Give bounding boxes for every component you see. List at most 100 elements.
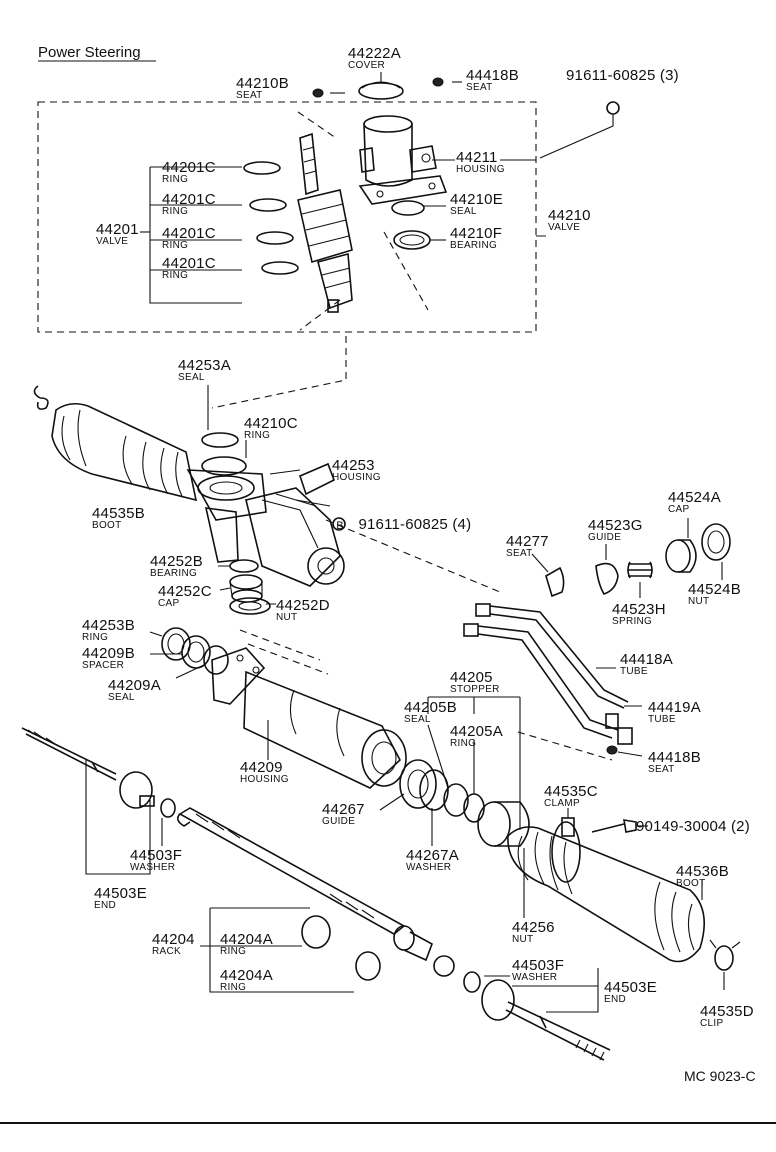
- part-name: BEARING: [450, 240, 498, 251]
- callout-44201c-3[interactable]: 44201C RING: [162, 226, 216, 251]
- bolt-marker-b-lower: [332, 517, 346, 531]
- callout-44277[interactable]: 44277 SEAT: [506, 534, 549, 559]
- callout-44210[interactable]: 44210 VALVE: [548, 208, 591, 233]
- callout-44536b[interactable]: 44536B BOOT: [676, 864, 729, 889]
- callout-44267a[interactable]: 44267A WASHER: [406, 848, 459, 873]
- clamp-44535c: [551, 817, 581, 883]
- callout-44503e-right[interactable]: 44503E END: [604, 980, 657, 1005]
- callout-44524a[interactable]: 44524A CAP: [668, 490, 721, 515]
- callout-44256[interactable]: 44256 NUT: [512, 920, 555, 945]
- callout-44535c[interactable]: 44535C CLAMP: [544, 784, 598, 809]
- callout-44205[interactable]: 44205 STOPPER: [450, 670, 500, 695]
- part-name: END: [604, 994, 627, 1005]
- seal-44253a: [201, 432, 239, 448]
- part-number: 44204A: [220, 967, 273, 984]
- callout-44535b[interactable]: 44535B BOOT: [92, 506, 145, 531]
- washer-44503f-left: [160, 798, 176, 818]
- callout-44252d[interactable]: 44252D NUT: [276, 598, 330, 623]
- bottom-rule: [0, 1122, 776, 1124]
- callout-44205b[interactable]: 44205B SEAL: [404, 700, 457, 725]
- part-number: 44252D: [276, 597, 330, 614]
- part-number: 44418B: [648, 749, 701, 766]
- callout-44209a[interactable]: 44209A SEAL: [108, 678, 161, 703]
- callout-44418a[interactable]: 44418A TUBE: [620, 652, 673, 677]
- part-name: VALVE: [96, 236, 129, 247]
- callout-44205a[interactable]: 44205A RING: [450, 724, 503, 749]
- callout-44211[interactable]: 44211 HOUSING: [456, 150, 505, 175]
- callout-44523g[interactable]: 44523G GUIDE: [588, 518, 643, 543]
- part-number: 44253A: [178, 357, 231, 374]
- part-name: RING: [82, 632, 109, 643]
- callout-44267[interactable]: 44267 GUIDE: [322, 802, 365, 827]
- washer-44503f-right: [463, 971, 481, 993]
- part-number: 44204A: [220, 931, 273, 948]
- boot-44535b: [51, 402, 198, 502]
- callout-44252c[interactable]: 44252C CAP: [158, 584, 212, 609]
- callout-44523h[interactable]: 44523H SPRING: [612, 602, 666, 627]
- part-name: NUT: [276, 612, 298, 623]
- callout-44209b[interactable]: 44209B SPACER: [82, 646, 135, 671]
- callout-44210c[interactable]: 44210C RING: [244, 416, 298, 441]
- callout-44201c-2[interactable]: 44201C RING: [162, 192, 216, 217]
- part-name: STOPPER: [450, 684, 500, 695]
- seal-44210e: [391, 200, 425, 216]
- ring-44204a-1: [301, 915, 331, 949]
- part-name: SEAL: [404, 714, 431, 725]
- callout-91611-60825-4[interactable]: B 91611-60825 (4): [334, 517, 471, 533]
- callout-44535d[interactable]: 44535D CLIP: [700, 1004, 754, 1029]
- ring-44201c-2: [249, 198, 287, 212]
- part-name: RING: [220, 982, 247, 993]
- part-number: 44210C: [244, 415, 298, 432]
- part-number: 90149-30004 (2): [636, 818, 750, 835]
- part-name: NUT: [512, 934, 534, 945]
- callout-44201c-1[interactable]: 44201C RING: [162, 160, 216, 185]
- part-number: 44210: [548, 207, 591, 224]
- callout-44253b[interactable]: 44253B RING: [82, 618, 135, 643]
- callout-44210e[interactable]: 44210E SEAL: [450, 192, 503, 217]
- nut-44252d: [229, 597, 271, 615]
- seat-44277: [545, 566, 565, 598]
- callout-44253[interactable]: 44253 HOUSING: [332, 458, 381, 483]
- guide-44523g: [595, 562, 619, 595]
- callout-44503f-right[interactable]: 44503F WASHER: [512, 958, 564, 983]
- part-name: RING: [162, 206, 189, 217]
- tube-44419a: [463, 623, 633, 745]
- part-number: 44535B: [92, 505, 145, 522]
- callout-44524b[interactable]: 44524B NUT: [688, 582, 741, 607]
- part-name: CLIP: [700, 1018, 724, 1029]
- part-name: TUBE: [648, 714, 676, 725]
- diagram-title: Power Steering: [38, 44, 141, 61]
- callout-44252b[interactable]: 44252B BEARING: [150, 554, 203, 579]
- callout-44201c-4[interactable]: 44201C RING: [162, 256, 216, 281]
- bolt-marker-b-label: B: [336, 520, 344, 532]
- callout-44210b[interactable]: 44210B SEAT: [236, 76, 289, 101]
- callout-44503e-left[interactable]: 44503E END: [94, 886, 147, 911]
- callout-44204a-2[interactable]: 44204A RING: [220, 968, 273, 993]
- callout-44204a-1[interactable]: 44204A RING: [220, 932, 273, 957]
- callout-91611-60825-3[interactable]: 91611-60825 (3): [566, 68, 679, 83]
- cover-44222a: [358, 82, 404, 100]
- part-number: 44210E: [450, 191, 503, 208]
- part-name: RING: [450, 738, 477, 749]
- callout-44419a[interactable]: 44419A TUBE: [648, 700, 701, 725]
- callout-44418b-bottom[interactable]: 44418B SEAT: [648, 750, 701, 775]
- part-name: SPRING: [612, 616, 653, 627]
- part-number: 44523H: [612, 601, 666, 618]
- callout-90149-30004[interactable]: 90149-30004 (2): [636, 819, 750, 834]
- callout-44222a[interactable]: 44222A COVER: [348, 46, 401, 71]
- part-number: 44211: [456, 149, 498, 166]
- callout-44503f-left[interactable]: 44503F WASHER: [130, 848, 182, 873]
- rack-44204: [176, 807, 455, 977]
- callout-44201[interactable]: 44201 VALVE: [96, 222, 139, 247]
- callout-44209[interactable]: 44209 HOUSING: [240, 760, 289, 785]
- part-number: 44267A: [406, 847, 459, 864]
- callout-44253a[interactable]: 44253A SEAL: [178, 358, 231, 383]
- callout-44418b-top[interactable]: 44418B SEAT: [466, 68, 519, 93]
- part-name: BOOT: [676, 878, 706, 889]
- callout-44204[interactable]: 44204 RACK: [152, 932, 195, 957]
- part-name: WASHER: [406, 862, 452, 873]
- callout-44210f[interactable]: 44210F BEARING: [450, 226, 502, 251]
- part-number: 44209B: [82, 645, 135, 662]
- part-number: 44209: [240, 759, 283, 776]
- part-number: 44201C: [162, 191, 216, 208]
